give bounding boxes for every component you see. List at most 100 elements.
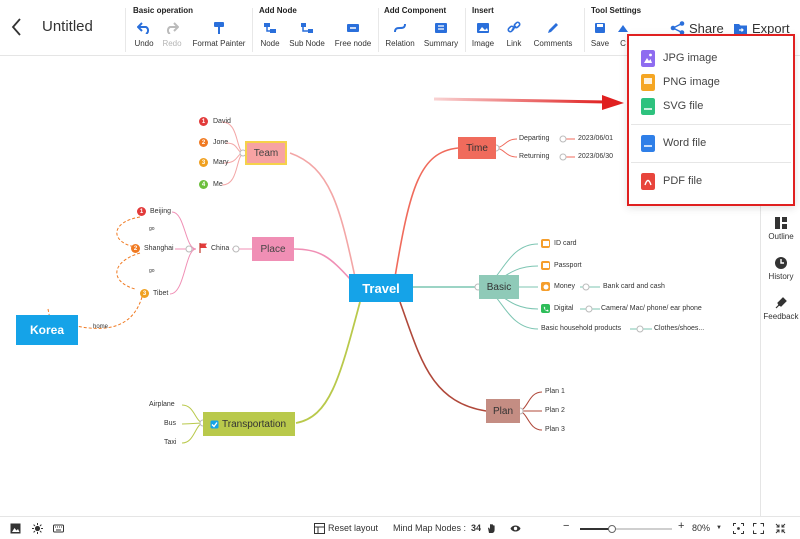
keyboard-icon[interactable] — [53, 523, 64, 534]
cloud-button[interactable]: C — [616, 20, 630, 52]
priority-2-icon: 2 — [199, 138, 208, 147]
top-toolbar: Untitled Basic operation Add Node Add Co… — [0, 0, 800, 56]
hand-pan-icon[interactable] — [486, 523, 497, 534]
city-tibet[interactable]: Tibet — [153, 290, 169, 297]
export-png-image[interactable]: PNG image — [629, 71, 793, 95]
export-svg-file[interactable]: SVG file — [629, 95, 793, 119]
phone-icon — [541, 304, 550, 313]
time-returning[interactable]: Returning — [519, 153, 550, 160]
time-departing-date[interactable]: 2023/06/01 — [578, 135, 614, 142]
save-button[interactable]: Save — [588, 20, 612, 52]
relation-icon — [392, 20, 408, 36]
red-arrow-annotation — [433, 95, 624, 110]
basic-money[interactable]: Money — [554, 283, 576, 290]
undo-button[interactable]: Undo — [132, 20, 156, 52]
node-china[interactable]: China — [211, 245, 230, 252]
fit-screen-icon[interactable] — [733, 523, 744, 534]
eye-preview-icon[interactable] — [510, 523, 521, 534]
zoom-in-button[interactable]: + — [678, 520, 685, 532]
basic-digital[interactable]: Digital — [554, 305, 574, 312]
zoom-level[interactable]: 80% — [692, 523, 711, 533]
zoom-slider[interactable] — [580, 525, 672, 533]
basic-household-detail[interactable]: Clothes/shoes... — [654, 325, 705, 332]
pencil-icon — [545, 20, 561, 36]
time-departing[interactable]: Departing — [519, 135, 550, 142]
add-free-node-button[interactable]: Free node — [333, 20, 373, 52]
relation-label-go[interactable]: go — [149, 226, 155, 232]
word-file-icon — [641, 135, 655, 152]
free-node-korea[interactable]: Korea — [16, 315, 78, 345]
png-file-icon — [641, 74, 655, 91]
team-member-mary[interactable]: Mary — [213, 159, 229, 166]
add-sub-node-button[interactable]: Sub Node — [287, 20, 327, 52]
mind-map-canvas[interactable]: Travel Team 1 David 2 Jone 3 Mary 4 Me P… — [0, 57, 760, 515]
node-icon — [262, 20, 278, 36]
plan-3[interactable]: Plan 3 — [545, 426, 565, 433]
node-count-value: 34 — [471, 523, 482, 533]
summary-icon — [433, 20, 449, 36]
export-folder-icon — [734, 23, 747, 34]
add-node-button[interactable]: Node — [258, 20, 282, 52]
city-beijing[interactable]: Beijing — [150, 208, 172, 215]
transport-airplane[interactable]: Airplane — [149, 401, 175, 408]
sidebar-item-history[interactable]: History — [761, 256, 800, 281]
time-returning-date[interactable]: 2023/06/30 — [578, 153, 614, 160]
fullscreen-icon[interactable] — [753, 523, 764, 534]
toolbar-divider — [465, 8, 466, 52]
reset-layout-icon[interactable] — [314, 523, 325, 534]
node-plan[interactable]: Plan — [486, 399, 520, 423]
transport-bus[interactable]: Bus — [164, 420, 177, 427]
node-time[interactable]: Time — [458, 137, 496, 159]
sub-node-icon — [299, 20, 315, 36]
insert-comments-button[interactable]: Comments — [530, 20, 576, 52]
export-word-file[interactable]: Word file — [629, 132, 793, 156]
team-member-me[interactable]: Me — [213, 181, 223, 188]
export-button[interactable]: Export — [733, 18, 790, 38]
sidebar-item-feedback[interactable]: Feedback — [761, 296, 800, 321]
share-button[interactable]: Share — [670, 18, 724, 38]
format-painter-button[interactable]: Format Painter — [190, 20, 248, 52]
redo-button[interactable]: Redo — [160, 20, 184, 52]
reset-layout-button[interactable]: Reset layout — [328, 523, 379, 533]
summary-button[interactable]: Summary — [421, 20, 461, 52]
basic-id-card[interactable]: ID card — [554, 240, 577, 247]
sidebar-item-outline[interactable]: Outline — [761, 216, 800, 241]
id-card-icon — [541, 239, 550, 248]
theme-sun-icon[interactable] — [32, 523, 43, 534]
basic-digital-detail[interactable]: Camera/ Mac/ phone/ ear phone — [601, 305, 702, 312]
city-shanghai[interactable]: Shanghai — [144, 245, 174, 252]
node-transportation[interactable]: Transportation — [203, 412, 295, 436]
basic-passport[interactable]: Passport — [554, 262, 582, 269]
basic-household-products[interactable]: Basic household products — [541, 325, 622, 332]
node-count-label: Mind Map Nodes : — [393, 523, 467, 533]
zoom-slider-handle[interactable] — [608, 525, 617, 533]
document-title[interactable]: Untitled — [42, 18, 93, 35]
history-icon — [775, 257, 787, 269]
image-view-icon[interactable] — [10, 523, 21, 534]
priority-3-icon: 3 — [140, 289, 149, 298]
relation-label-home[interactable]: home — [93, 324, 109, 330]
relation-label-go[interactable]: go — [149, 268, 155, 274]
node-place[interactable]: Place — [252, 237, 294, 261]
zoom-out-button[interactable]: − — [563, 520, 570, 532]
team-member-jone[interactable]: Jone — [213, 139, 229, 146]
plan-1[interactable]: Plan 1 — [545, 388, 565, 395]
team-member-david[interactable]: David — [213, 118, 231, 125]
menu-divider — [631, 124, 791, 125]
export-pdf-file[interactable]: PDF file — [629, 170, 793, 194]
export-jpg-image[interactable]: JPG image — [629, 47, 793, 71]
transport-taxi[interactable]: Taxi — [164, 439, 177, 446]
zoom-dropdown-chevron-icon[interactable]: ▼ — [716, 525, 722, 531]
group-add-node: Add Node — [259, 6, 297, 15]
insert-link-button[interactable]: Link — [502, 20, 526, 52]
node-team[interactable]: Team — [245, 141, 287, 165]
toolbar-divider — [584, 8, 585, 52]
root-node-travel[interactable]: Travel — [349, 274, 413, 302]
basic-money-detail[interactable]: Bank card and cash — [603, 283, 665, 290]
insert-image-button[interactable]: Image — [470, 20, 496, 52]
plan-2[interactable]: Plan 2 — [545, 407, 565, 414]
relation-button[interactable]: Relation — [383, 20, 417, 52]
node-basic[interactable]: Basic — [479, 275, 519, 299]
collapse-arrows-icon[interactable] — [775, 523, 786, 534]
back-arrow-icon[interactable] — [8, 16, 26, 38]
